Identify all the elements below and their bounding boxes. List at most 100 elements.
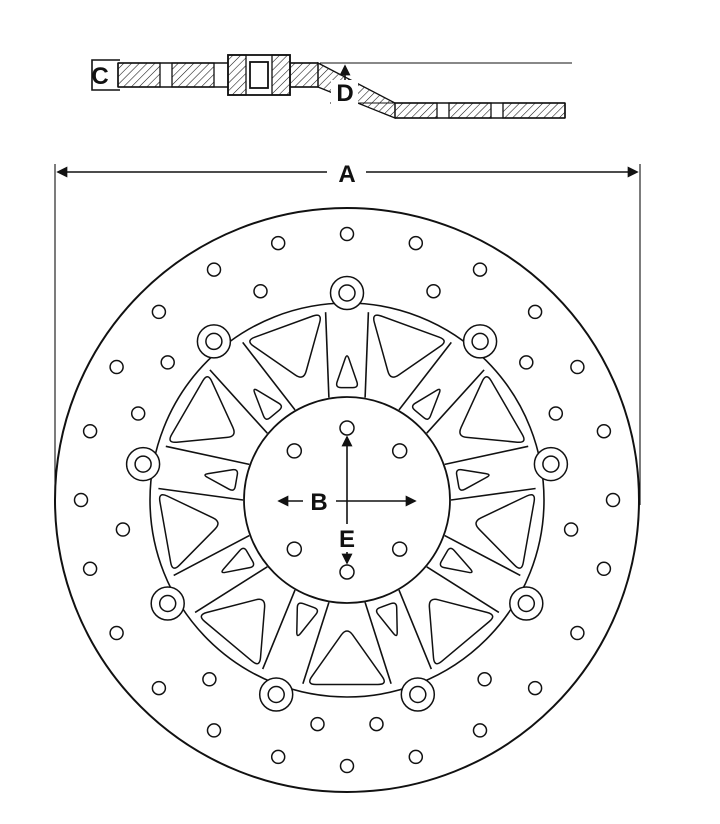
band-hole bbox=[82, 561, 98, 577]
float-button-inner bbox=[338, 284, 356, 302]
front-view: B E bbox=[54, 207, 640, 793]
bolt-hole bbox=[391, 541, 408, 557]
band-hole bbox=[596, 423, 612, 439]
band-hole bbox=[160, 355, 175, 370]
bolt-hole bbox=[286, 541, 303, 557]
dim-label-a-bg bbox=[327, 158, 366, 186]
spoke-cutout-outer bbox=[459, 376, 525, 444]
float-button-inner bbox=[267, 685, 285, 704]
spoke-cutout-outer bbox=[309, 630, 385, 686]
band-hole bbox=[206, 723, 222, 738]
float-button-inner bbox=[158, 594, 177, 613]
band-section-hatch bbox=[394, 102, 438, 119]
band-hole bbox=[369, 716, 384, 732]
spoke-edge bbox=[444, 534, 521, 577]
bolt-hole bbox=[391, 443, 408, 459]
band-hole bbox=[339, 758, 355, 774]
band-hole bbox=[253, 283, 268, 299]
cross-section-view: C D bbox=[91, 54, 572, 119]
band-hole bbox=[426, 283, 441, 299]
floating-buttons bbox=[125, 275, 569, 712]
spoke-edge bbox=[242, 341, 296, 411]
spoke-cutout-inner bbox=[253, 388, 283, 420]
spoke-cutout-outer bbox=[200, 598, 266, 665]
band-hole bbox=[527, 680, 543, 696]
band-hole bbox=[339, 226, 355, 242]
band-hole bbox=[270, 235, 286, 251]
band-hole bbox=[472, 262, 488, 277]
float-button-inner bbox=[542, 455, 560, 473]
float-button-inner bbox=[517, 594, 536, 613]
band-hole bbox=[605, 492, 621, 508]
dim-label-b-bg bbox=[303, 487, 336, 515]
spoke-cutout-inner bbox=[221, 547, 255, 574]
hub-boss-hatch bbox=[227, 54, 247, 96]
band-hole bbox=[477, 672, 492, 687]
spoke-edge bbox=[165, 445, 250, 466]
spoke-edge bbox=[324, 312, 330, 398]
spoke-edge bbox=[364, 312, 370, 398]
band-hole bbox=[109, 625, 124, 641]
spoke-edge bbox=[426, 369, 485, 434]
float-button-inner bbox=[471, 332, 489, 351]
spoke-cutout-inner bbox=[296, 602, 319, 637]
band-section-hatch bbox=[448, 102, 492, 119]
band-hole bbox=[73, 492, 89, 508]
hub-bore-section bbox=[249, 61, 269, 89]
spoke-cutout-inner bbox=[411, 388, 441, 420]
carrier-spokes bbox=[158, 312, 536, 686]
bolt-hole bbox=[286, 443, 303, 459]
spoke-edge bbox=[302, 602, 330, 685]
band-section-hatch bbox=[502, 102, 566, 119]
spoke-edge bbox=[426, 566, 500, 614]
band-hole bbox=[548, 406, 564, 421]
bolt-hole bbox=[339, 420, 355, 436]
dim-c-bracket bbox=[91, 59, 120, 91]
dim-label-b: B bbox=[310, 489, 327, 516]
band-hole bbox=[151, 304, 167, 320]
spoke-edge bbox=[364, 602, 392, 685]
drilled-holes bbox=[73, 226, 621, 774]
band-hole bbox=[472, 723, 488, 738]
band-hole bbox=[115, 522, 131, 537]
band-hole bbox=[570, 359, 585, 375]
float-button-inner bbox=[134, 455, 152, 473]
spoke-edge bbox=[398, 341, 452, 411]
spoke-cutout-outer bbox=[249, 314, 321, 378]
band-hole bbox=[202, 672, 217, 687]
hub-boss-hatch bbox=[271, 54, 291, 96]
band-hole bbox=[408, 749, 424, 765]
band-hole bbox=[310, 716, 325, 732]
spoke-edge bbox=[261, 589, 296, 670]
band-hole bbox=[519, 355, 534, 370]
spoke-cutout-outer bbox=[373, 314, 445, 378]
band-hole bbox=[151, 680, 167, 696]
bolt-hole bbox=[339, 564, 355, 580]
spoke-edge bbox=[209, 369, 268, 434]
dim-label-e-bg bbox=[331, 524, 362, 552]
band-hole bbox=[109, 359, 124, 375]
spoke-edge bbox=[158, 487, 244, 501]
dim-label-e: E bbox=[339, 526, 355, 553]
band-hole bbox=[270, 749, 286, 765]
spoke-cutout-outer bbox=[428, 598, 494, 665]
spoke-edge bbox=[173, 534, 250, 577]
spoke-edge bbox=[194, 566, 268, 614]
spoke-edge bbox=[444, 445, 529, 466]
band-hole bbox=[130, 406, 146, 421]
band-hole bbox=[82, 423, 98, 439]
plate-section-hatch bbox=[171, 62, 215, 88]
spoke-cutout-inner bbox=[335, 355, 359, 389]
dim-label-a: A bbox=[338, 161, 355, 188]
dim-label-d-bg bbox=[331, 80, 358, 106]
spoke-cutout-outer bbox=[169, 376, 235, 444]
band-hole bbox=[206, 262, 222, 277]
spoke-cutout-inner bbox=[375, 602, 398, 637]
spoke-cutout-inner bbox=[455, 468, 490, 491]
band-hole bbox=[527, 304, 543, 320]
band-hole bbox=[408, 235, 424, 251]
bolt-holes bbox=[286, 420, 408, 580]
spoke-edge bbox=[450, 487, 536, 501]
